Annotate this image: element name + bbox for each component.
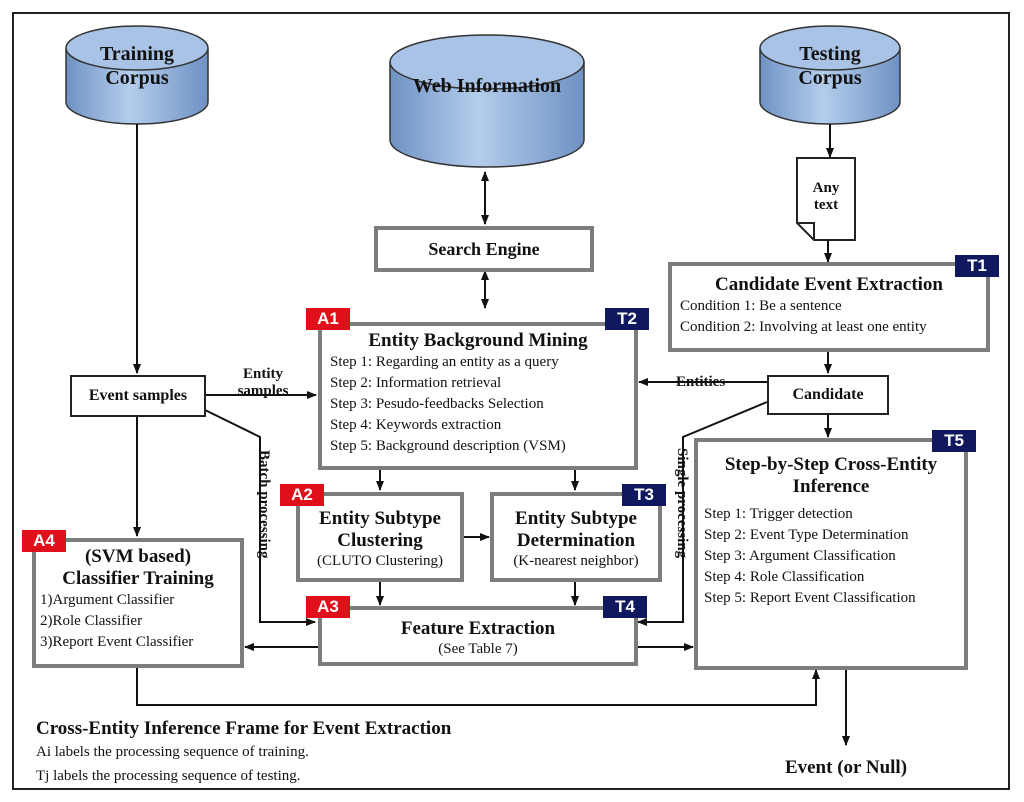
- entity-background-mining-title: Entity Background Mining: [368, 330, 588, 351]
- feature-extraction-note: (See Table 7): [438, 641, 518, 657]
- single-processing-label: Single processing: [674, 448, 690, 559]
- condition-2: Condition 2: Involving at least one enti…: [680, 319, 927, 335]
- tag-a2: A2: [280, 484, 324, 506]
- event-samples-box: Event samples: [70, 375, 206, 417]
- candidate-extraction-title: Candidate Event Extraction: [715, 274, 943, 295]
- web-information-cylinder: [389, 34, 585, 168]
- candidate-label: Candidate: [792, 386, 864, 403]
- entities-label: Entities: [676, 374, 726, 390]
- subtype-determination-box: Entity Subtype Determination (K-nearest …: [490, 492, 662, 582]
- tag-a1: A1: [306, 308, 350, 330]
- testing-corpus-cylinder: [759, 25, 901, 125]
- inference-step-2: Step 2: Event Type Determination: [704, 527, 909, 543]
- output-label: Event (or Null): [784, 757, 908, 778]
- feature-extraction-title: Feature Extraction: [400, 618, 556, 639]
- condition-1: Condition 1: Be a sentence: [680, 298, 842, 314]
- tag-t1: T1: [955, 255, 999, 277]
- classifier-training-box: (SVM based) Classifier Training 1)Argume…: [32, 538, 244, 668]
- tag-t2: T2: [605, 308, 649, 330]
- inference-step-5: Step 5: Report Event Classification: [704, 590, 916, 606]
- tag-t5: T5: [932, 430, 976, 452]
- classifier-item-2: 2)Role Classifier: [40, 613, 143, 629]
- caption-title: Cross-Entity Inference Frame for Event E…: [36, 718, 452, 739]
- training-corpus-label: Training Corpus: [99, 43, 175, 89]
- classifier-training-title: (SVM based) Classifier Training: [62, 546, 214, 589]
- inference-step-3: Step 3: Argument Classification: [704, 548, 896, 564]
- batch-processing-label: Batch processing: [256, 450, 272, 559]
- subtype-clustering-title: Entity Subtype Clustering: [319, 508, 441, 551]
- tag-a4: A4: [22, 530, 66, 552]
- candidate-extraction-box: Candidate Event Extraction Condition 1: …: [668, 262, 990, 352]
- training-corpus-cylinder: [65, 25, 209, 125]
- inference-step-4: Step 4: Role Classification: [704, 569, 865, 585]
- subtype-determination-method: (K-nearest neighbor): [513, 553, 639, 569]
- subtype-clustering-method: (CLUTO Clustering): [317, 553, 443, 569]
- feature-extraction-box: Feature Extraction (See Table 7): [318, 606, 638, 666]
- candidate-box: Candidate: [767, 375, 889, 415]
- inference-step-1: Step 1: Trigger detection: [704, 506, 853, 522]
- classifier-item-3: 3)Report Event Classifier: [40, 634, 194, 650]
- classifier-item-1: 1)Argument Classifier: [40, 592, 175, 608]
- caption-line-1: Ai labels the processing sequence of tra…: [36, 744, 309, 760]
- mining-step-5: Step 5: Background description (VSM): [330, 438, 566, 454]
- tag-t4: T4: [603, 596, 647, 618]
- mining-step-3: Step 3: Pesudo-feedbacks Selection: [330, 396, 544, 412]
- subtype-clustering-box: Entity Subtype Clustering (CLUTO Cluster…: [296, 492, 464, 582]
- mining-step-2: Step 2: Information retrieval: [330, 375, 502, 391]
- document-shape: [796, 157, 856, 241]
- search-engine-box: Search Engine: [374, 226, 594, 272]
- cross-entity-inference-box: Step-by-Step Cross-Entity Inference Step…: [694, 438, 968, 670]
- tag-t3: T3: [622, 484, 666, 506]
- document-label: Any text: [812, 180, 840, 213]
- testing-corpus-label: Testing Corpus: [798, 43, 862, 89]
- mining-step-1: Step 1: Regarding an entity as a query: [330, 354, 559, 370]
- entity-samples-label: Entity samples: [237, 366, 289, 399]
- subtype-determination-title: Entity Subtype Determination: [515, 508, 637, 551]
- diagram-frame: [12, 12, 1010, 790]
- event-samples-label: Event samples: [88, 387, 188, 404]
- web-information-label: Web Information: [412, 75, 562, 97]
- entity-background-mining-box: Entity Background Mining Step 1: Regardi…: [318, 322, 638, 470]
- mining-step-4: Step 4: Keywords extraction: [330, 417, 502, 433]
- search-engine-label: Search Engine: [428, 239, 540, 259]
- caption-line-2: Tj labels the processing sequence of tes…: [36, 768, 301, 784]
- cross-entity-inference-title: Step-by-Step Cross-Entity Inference: [724, 454, 938, 497]
- tag-a3: A3: [306, 596, 350, 618]
